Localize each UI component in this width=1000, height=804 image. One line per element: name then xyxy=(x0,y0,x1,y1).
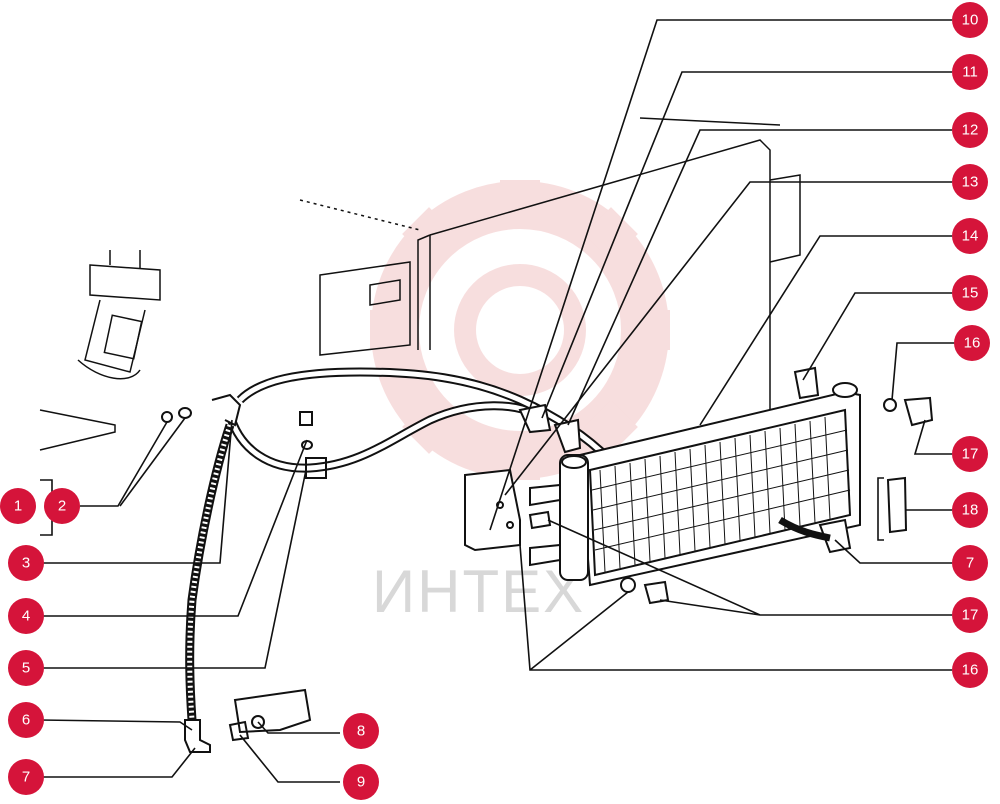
hoses xyxy=(185,367,614,721)
callout-2-label: 2 xyxy=(58,498,66,515)
callout-7b-label: 7 xyxy=(966,555,974,572)
leader-13 xyxy=(504,181,952,496)
left-bracket xyxy=(39,250,161,451)
callout-1-label: 1 xyxy=(14,498,22,515)
callout-18-label: 18 xyxy=(962,502,979,519)
callout-14-label: 14 xyxy=(962,228,979,245)
leader-9 xyxy=(239,734,340,783)
callout-4-label: 4 xyxy=(22,608,30,625)
leader-15 xyxy=(802,292,952,381)
callout-13: 13 xyxy=(952,164,988,200)
leader-6 xyxy=(39,719,193,731)
leader-14 xyxy=(699,235,952,426)
callout-15-label: 15 xyxy=(962,285,979,302)
callout-5: 5 xyxy=(8,650,44,686)
fittings xyxy=(161,393,934,753)
callout-3: 3 xyxy=(8,545,44,581)
leader-3 xyxy=(40,419,233,564)
callout-12: 12 xyxy=(952,112,988,148)
oil-cooler xyxy=(529,366,861,587)
callout-17b-label: 17 xyxy=(962,607,979,624)
leader-11 xyxy=(541,71,952,419)
leader-2 xyxy=(80,421,168,507)
callout-12-label: 12 xyxy=(962,122,979,139)
callout-17b: 17 xyxy=(952,597,988,633)
watermark-gear-icon xyxy=(370,180,670,480)
mount-plate xyxy=(464,468,521,552)
callout-16b-label: 16 xyxy=(962,662,979,679)
callout-11: 11 xyxy=(952,54,988,90)
callout-7b: 7 xyxy=(952,545,988,581)
callout-8-label: 8 xyxy=(357,723,365,740)
callout-8: 8 xyxy=(343,713,379,749)
leader-7a xyxy=(40,747,196,778)
callout-2: 2 xyxy=(44,488,80,524)
callout-17a: 17 xyxy=(952,436,988,472)
callout-5-label: 5 xyxy=(22,660,30,677)
leader-16a xyxy=(891,342,963,401)
callout-17a-label: 17 xyxy=(962,446,979,463)
leader-4 xyxy=(40,439,308,617)
callout-4: 4 xyxy=(8,598,44,634)
callout-11-label: 11 xyxy=(962,64,978,81)
callout-18: 18 xyxy=(952,492,988,528)
leader-3b xyxy=(119,417,186,507)
watermark-text: ИНТЕХ xyxy=(372,558,585,625)
leader-8 xyxy=(257,721,340,734)
callout-15: 15 xyxy=(952,275,988,311)
leader-7b xyxy=(834,539,952,564)
callout-7a-label: 7 xyxy=(22,769,30,786)
leader-lines xyxy=(39,19,963,783)
callout-6: 6 xyxy=(8,702,44,738)
leader-12 xyxy=(567,129,952,426)
callout-14: 14 xyxy=(952,218,988,254)
callout-10-label: 10 xyxy=(962,12,979,29)
leader-16b xyxy=(519,544,952,671)
callout-9-label: 9 xyxy=(357,774,365,791)
leader-17a xyxy=(913,419,952,455)
leader-17b xyxy=(547,519,952,616)
callout-16a-label: 16 xyxy=(964,335,981,352)
leader-18-bracket xyxy=(877,477,884,541)
cooler-assembly-drawing xyxy=(39,117,934,753)
callout-9: 9 xyxy=(343,764,379,800)
leader-5 xyxy=(40,469,307,669)
callout-16b: 16 xyxy=(952,652,988,688)
callout-13-label: 13 xyxy=(962,174,979,191)
callout-6-label: 6 xyxy=(22,712,30,729)
callout-10: 10 xyxy=(952,2,988,38)
leader-10 xyxy=(489,19,952,531)
callout-1: 1 xyxy=(0,488,36,524)
callout-7a: 7 xyxy=(8,759,44,795)
callout-16a: 16 xyxy=(954,325,990,361)
callout-3-label: 3 xyxy=(22,555,30,572)
